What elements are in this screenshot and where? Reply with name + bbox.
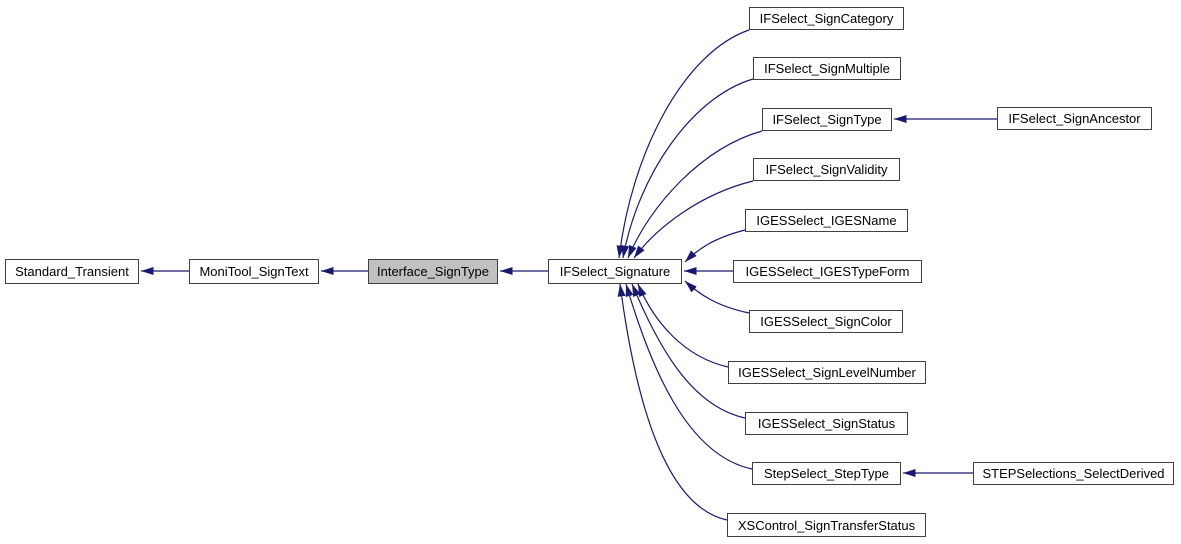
edge-igesselect-igesname-to-signature <box>684 229 746 263</box>
node-interface-signtype: Interface_SignType <box>368 259 498 284</box>
edge-igesselect-signstatus-to-signature <box>631 283 746 419</box>
node-igesselect-igestypeform[interactable]: IGESSelect_IGESTypeForm <box>733 260 922 283</box>
node-standard-transient[interactable]: Standard_Transient <box>5 259 139 284</box>
edge-igesselect-signcolor-to-signature <box>684 280 750 314</box>
node-igesselect-signlevelnumber[interactable]: IGESSelect_SignLevelNumber <box>728 361 926 384</box>
node-monitool-signtext[interactable]: MoniTool_SignText <box>189 259 319 284</box>
edge-ifselect-signvalidity-to-signature <box>633 180 754 259</box>
edge-ifselect-signmultiple-to-signature <box>621 78 754 259</box>
node-ifselect-signvalidity[interactable]: IFSelect_SignValidity <box>753 158 900 181</box>
node-ifselect-signmultiple[interactable]: IFSelect_SignMultiple <box>753 57 901 80</box>
node-ifselect-signature[interactable]: IFSelect_Signature <box>548 259 682 284</box>
node-ifselect-signcategory[interactable]: IFSelect_SignCategory <box>749 7 904 30</box>
node-stepselections-selectderived[interactable]: STEPSelections_SelectDerived <box>973 462 1174 485</box>
edge-ifselect-signcategory-to-signature <box>616 29 750 259</box>
node-igesselect-signstatus[interactable]: IGESSelect_SignStatus <box>745 412 908 435</box>
edge-ifselect-signtype-to-signature <box>627 130 763 259</box>
node-stepselect-steptype[interactable]: StepSelect_StepType <box>752 462 901 485</box>
node-igesselect-igesname[interactable]: IGESSelect_IGESName <box>745 209 908 232</box>
edge-igesselect-signlevelnumber-to-signature <box>637 283 729 368</box>
node-ifselect-signancestor[interactable]: IFSelect_SignAncestor <box>997 107 1152 130</box>
node-ifselect-signtype[interactable]: IFSelect_SignType <box>762 108 892 131</box>
edge-xscontrol-signtransferstatus-to-signature <box>617 283 728 521</box>
node-xscontrol-signtransferstatus[interactable]: XSControl_SignTransferStatus <box>727 513 926 537</box>
node-igesselect-signcolor[interactable]: IGESSelect_SignColor <box>749 310 903 333</box>
edge-stepselect-steptype-to-signature <box>625 283 753 470</box>
